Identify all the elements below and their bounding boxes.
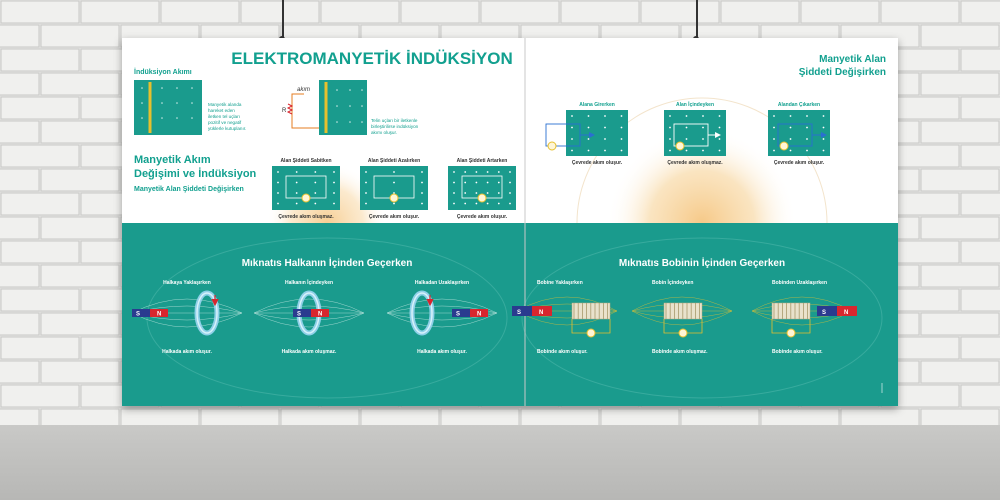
magnet-north-label: N [844, 310, 848, 316]
bulb-icon [675, 141, 685, 151]
ring-panel-label: Halkanın İçindeyken [285, 279, 333, 286]
induction-panel-1 [134, 80, 202, 135]
induction-caption-1: Manyetik alanda hareket eden iletken tel… [208, 102, 246, 131]
magnet-north-label: N [477, 312, 481, 318]
resistor-label: R [282, 108, 287, 114]
poster-artwork: ELEKTROMANYETİK İNDÜKSİYON İndüksiyon Ak… [122, 38, 898, 406]
coil-panel-caption: Bobinde akım oluşmaz. [652, 349, 708, 355]
bulb-icon [678, 328, 688, 338]
svg-text:hareket eden: hareket eden [208, 108, 235, 113]
ring-panel-label: Halkaya Yaklaşırken [163, 280, 211, 286]
flux-panel-caption: Çevrede akım oluşmaz. [278, 214, 334, 220]
flux-subheading: Manyetik Alan Şiddeti Değişirken [134, 186, 244, 193]
hanging-wire-right [696, 0, 698, 40]
bulb-icon [547, 141, 557, 151]
bulb-icon [786, 328, 796, 338]
svg-text:birleştirilirse indüksiyon: birleştirilirse indüksiyon [371, 124, 419, 129]
field-panel-caption: Çevrede akım oluşur. [572, 160, 623, 166]
bulb-icon [779, 141, 789, 151]
hanging-wire-left [282, 0, 284, 40]
poster: ELEKTROMANYETİK İNDÜKSİYON İndüksiyon Ak… [122, 38, 898, 406]
coil-panel-label: Bobin İçindeyken [652, 279, 693, 286]
poster-title: ELEKTROMANYETİK İNDÜKSİYON [231, 49, 512, 68]
ring-panel-caption: Halkada akım oluşur. [162, 349, 212, 355]
flux-heading-line2: Değişimi ve İndüksiyon [134, 167, 257, 180]
field-ellipse-left [146, 237, 508, 399]
coil-panel-caption: Bobinde akım oluşur. [772, 349, 823, 355]
ring-panel-caption: Halkada akım oluşmaz. [282, 349, 337, 355]
field-panel-label: Alana Girerken [579, 102, 615, 108]
magnet-north-label: N [318, 312, 322, 318]
coil-heading: Mıknatıs Bobinin İçinden Geçerken [619, 256, 785, 269]
bulb-icon [586, 328, 596, 338]
magnet-south-label: S [136, 312, 140, 318]
ring-panel-label: Halkadan Uzaklaşırken [415, 280, 469, 286]
current-label: akım [297, 87, 310, 93]
magnet-north-label: N [539, 310, 543, 316]
svg-text:iletken tel uçları: iletken tel uçları [208, 114, 240, 119]
coil-panel-label: Bobine Yaklaşırken [537, 280, 583, 286]
ring-panel-caption: Halkada akım oluşur. [417, 349, 467, 355]
induction-current-label: İndüksiyon Akımı [134, 68, 192, 76]
svg-text:yüklerle kutuplanır.: yüklerle kutuplanır. [208, 126, 246, 131]
flux-panel-caption: Çevrede akım oluşur. [457, 214, 508, 220]
flux-heading-line1: Manyetik Akım [134, 154, 211, 166]
flux-panel-caption: Çevrede akım oluşur. [369, 214, 420, 220]
magnet-south-label: S [822, 310, 826, 316]
svg-text:akımı oluşur.: akımı oluşur. [371, 130, 397, 135]
flux-panel-label: Alan Şiddeti Sabitken [280, 158, 331, 164]
induction-circuit: R akım [282, 80, 367, 135]
coil-icon [571, 302, 611, 320]
magnet-south-label: S [456, 312, 460, 318]
field-panel-label: Alandan Çıkarken [778, 102, 820, 108]
field-ellipse-right [521, 237, 883, 399]
induction-caption-2: Telin uçları bir iletkenle birleştirilir… [371, 118, 419, 135]
bulb-icon [477, 193, 487, 203]
magnet-south-label: S [297, 312, 301, 318]
coil-icon [771, 302, 811, 320]
svg-text:Manyetik alanda: Manyetik alanda [208, 102, 242, 107]
floor [0, 425, 1000, 500]
bottom-background [122, 223, 898, 406]
svg-text:pozitif ve negatif: pozitif ve negatif [208, 120, 242, 125]
field-panel-label: Alan İçindeyken [676, 101, 714, 108]
flux-panel-label: Alan Şiddeti Azalırken [368, 158, 420, 164]
coil-icon [663, 302, 703, 320]
field-heading-line2: Şiddeti Değişirken [799, 67, 886, 78]
field-panel-caption: Çevrede akım oluşmaz. [667, 160, 723, 166]
magnet-south-label: S [517, 310, 521, 316]
ring-heading: Mıknatıs Halkanın İçinden Geçerken [242, 256, 413, 269]
svg-text:Telin uçları bir iletkenle: Telin uçları bir iletkenle [371, 118, 418, 123]
coil-panel-caption: Bobinde akım oluşur. [537, 349, 588, 355]
magnet-north-label: N [157, 312, 161, 318]
coil-panel-label: Bobinden Uzaklaşırken [772, 280, 827, 286]
flux-panel-label: Alan Şiddeti Artarken [457, 158, 508, 164]
bulb-icon [389, 193, 399, 203]
field-panel-caption: Çevrede akım oluşur. [774, 160, 825, 166]
bulb-icon [301, 193, 311, 203]
field-heading-line1: Manyetik Alan [819, 54, 886, 65]
